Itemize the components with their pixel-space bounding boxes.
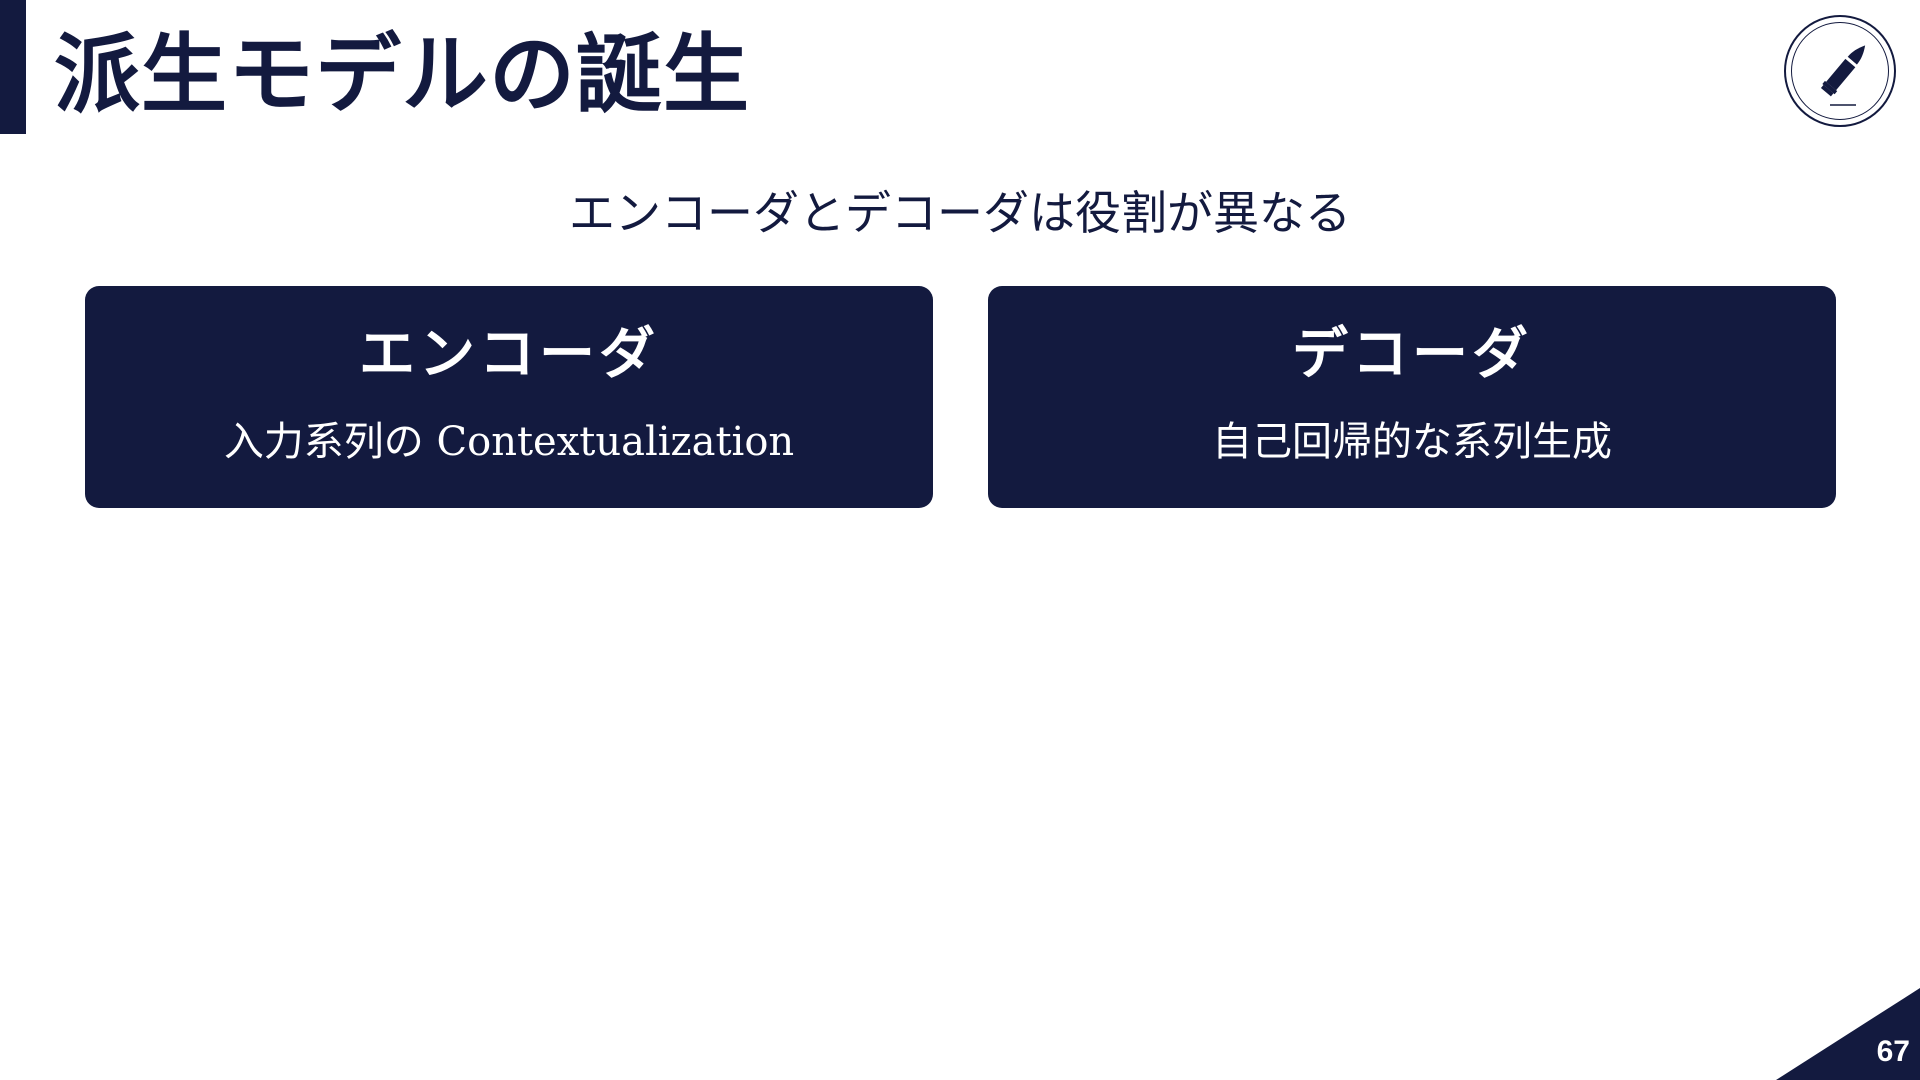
bullet-icon — [1820, 45, 1866, 106]
decoder-card: デコーダ 自己回帰的な系列生成 — [988, 286, 1836, 508]
encoder-card: エンコーダ 入力系列の Contextualization — [85, 286, 933, 508]
logo-ring — [1791, 22, 1889, 120]
encoder-card-title: エンコーダ — [359, 322, 659, 387]
decoder-card-title: デコーダ — [1292, 322, 1532, 387]
page-corner-triangle — [1776, 988, 1920, 1080]
encoder-card-description: 入力系列の Contextualization — [223, 419, 795, 465]
decoder-card-description: 自己回帰的な系列生成 — [1212, 419, 1612, 465]
slide-title: 派生モデルの誕生 — [54, 25, 750, 125]
page-number: 67 — [1876, 1035, 1910, 1068]
slide-subtitle: エンコーダとデコーダは役割が異なる — [569, 186, 1351, 240]
logo — [1784, 15, 1896, 127]
title-accent-bar — [0, 0, 26, 134]
